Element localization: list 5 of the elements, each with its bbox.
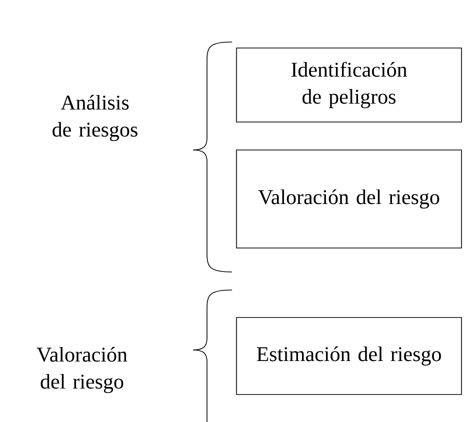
text-box: Identificación de peligros (236, 48, 462, 122)
text-box: Estimación del riesgo (236, 317, 462, 395)
text-box: Valoración del riesgo (236, 150, 462, 248)
text-label: Análisis de riesgos (52, 94, 138, 142)
text-label: Valoración del riesgo (36, 346, 128, 394)
